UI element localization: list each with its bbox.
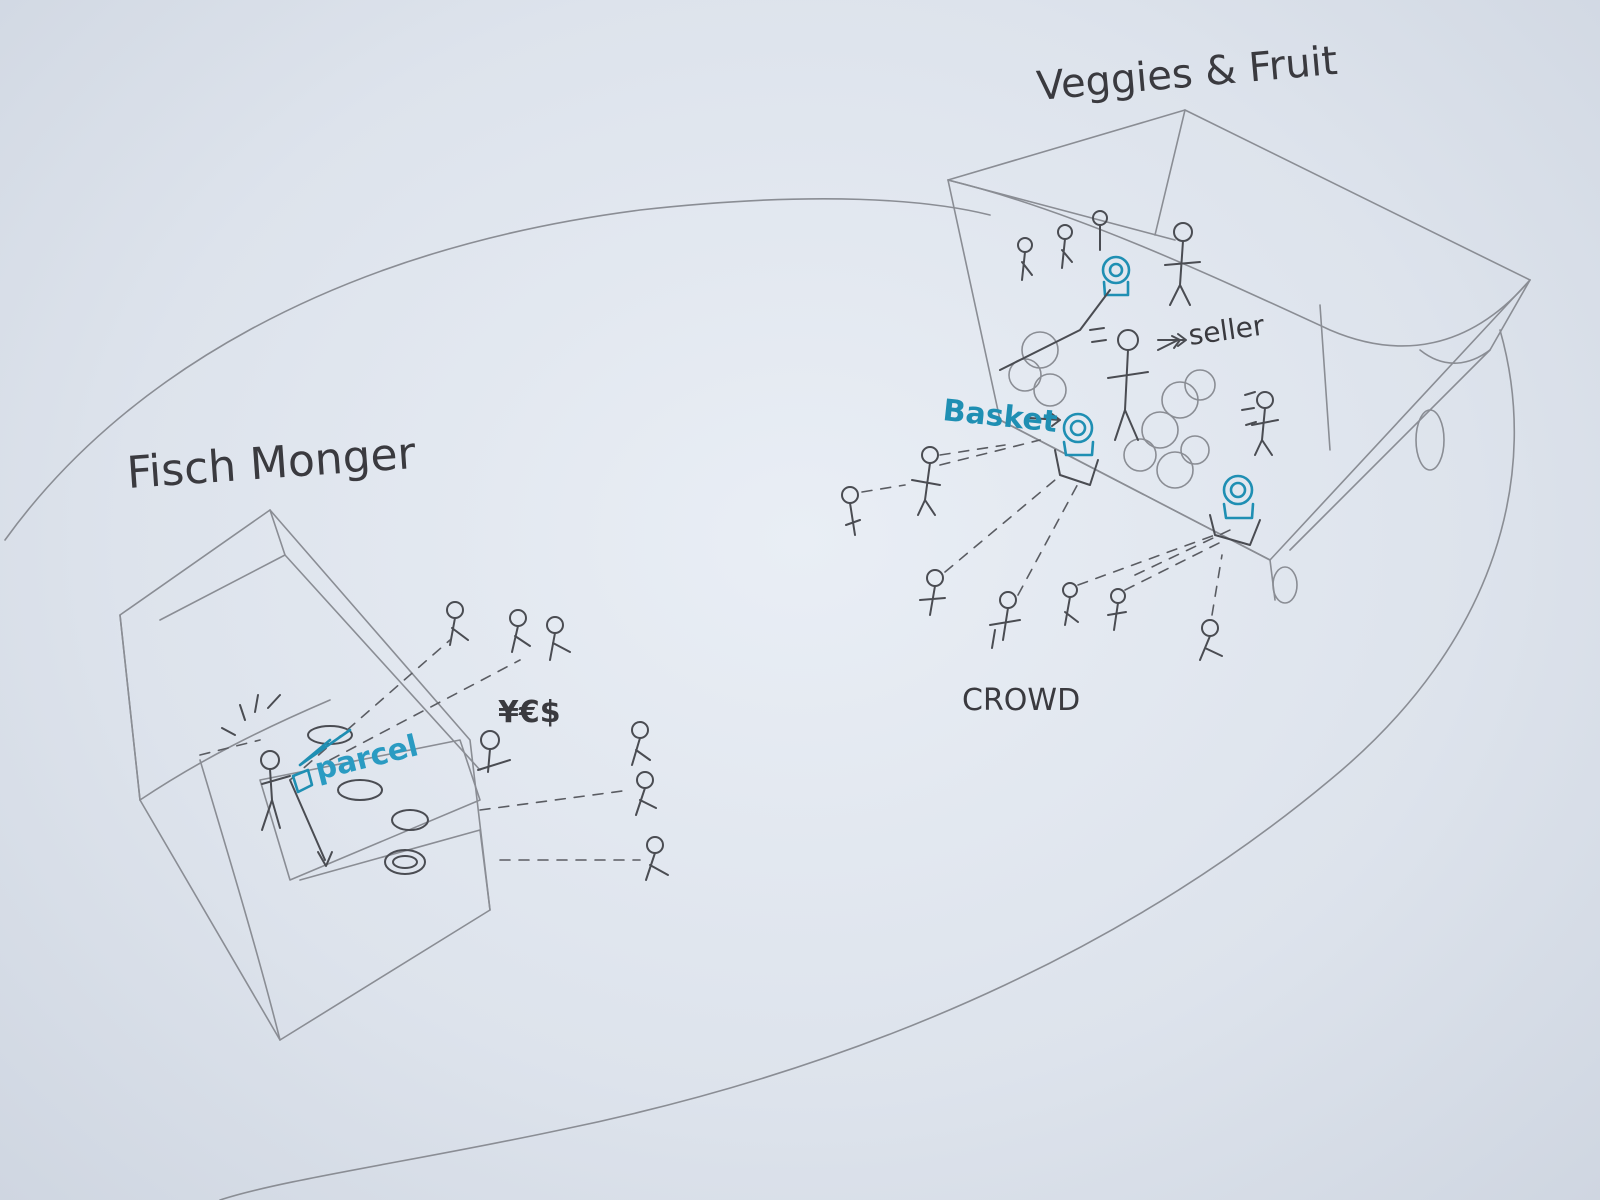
fishmonger-customers bbox=[199, 601, 669, 881]
market-boundary-oval bbox=[4, 198, 1516, 1200]
veggies-title: Veggies & Fruit bbox=[1035, 38, 1339, 110]
veggies-stall bbox=[947, 109, 1531, 604]
baskets bbox=[999, 255, 1261, 546]
seller-label: seller bbox=[1186, 309, 1266, 352]
crowd-group bbox=[841, 439, 1231, 661]
parcel-annotation bbox=[291, 728, 352, 794]
fishmonger-stall bbox=[119, 509, 491, 1041]
basket-label: Basket bbox=[941, 393, 1059, 440]
crowd-label: CROWD bbox=[962, 683, 1080, 718]
fishmonger-title: Fisch Monger bbox=[125, 428, 418, 499]
parcel-label: parcel bbox=[311, 728, 421, 787]
money-label: ¥€$ bbox=[498, 695, 561, 730]
